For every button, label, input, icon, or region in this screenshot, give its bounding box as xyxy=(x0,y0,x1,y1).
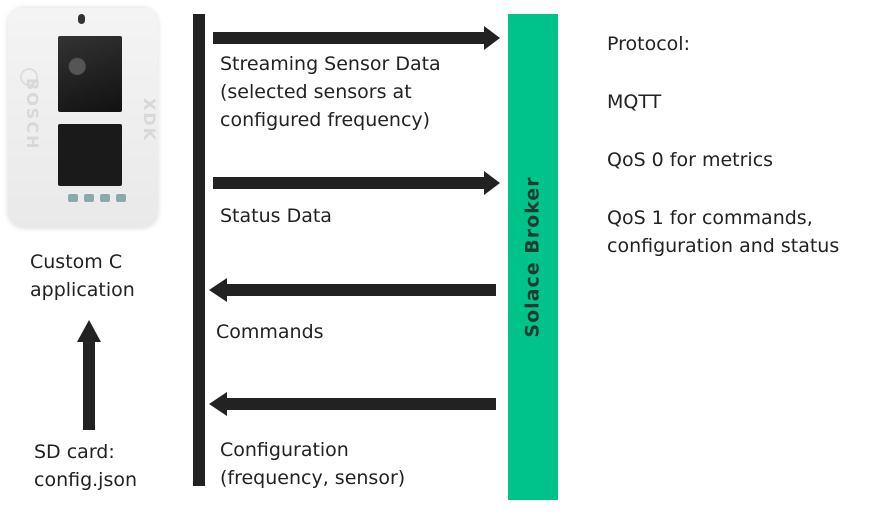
arrow-to-broker xyxy=(213,26,500,50)
protocol-title: Protocol: xyxy=(607,33,690,55)
up-arrow xyxy=(77,320,101,430)
device-connection-bar xyxy=(193,14,205,486)
protocol-name: MQTT xyxy=(607,91,662,113)
flow-label-streaming: Streaming Sensor Data (selected sensors … xyxy=(220,53,441,131)
device-button xyxy=(116,194,126,202)
device-camera xyxy=(78,14,85,24)
arrow-to-device xyxy=(209,278,496,302)
device-button xyxy=(68,194,78,202)
sd-card-label: SD card: config.json xyxy=(34,441,138,491)
device-button xyxy=(100,194,110,202)
qos1-text: QoS 1 for commands, configuration and st… xyxy=(607,207,840,257)
device-screen-top xyxy=(58,36,122,112)
device-button xyxy=(84,194,94,202)
device-brand-right: XDK xyxy=(140,98,159,143)
device-brand-left: BOSCH xyxy=(23,78,42,151)
broker-bar xyxy=(508,14,558,500)
arrow-to-broker xyxy=(213,171,500,195)
app-label: Custom C application xyxy=(30,251,135,301)
flow-label-status: Status Data xyxy=(220,205,332,227)
flow-label-commands: Commands xyxy=(216,321,324,343)
arrow-to-device xyxy=(209,392,496,416)
xdk-device-image: BOSCH XDK xyxy=(8,8,159,228)
bosch-logo-icon xyxy=(20,68,38,86)
qos0-text: QoS 0 for metrics xyxy=(607,149,774,171)
device-screen-bottom xyxy=(58,124,122,186)
flow-label-configuration: Configuration (frequency, sensor) xyxy=(220,439,406,489)
